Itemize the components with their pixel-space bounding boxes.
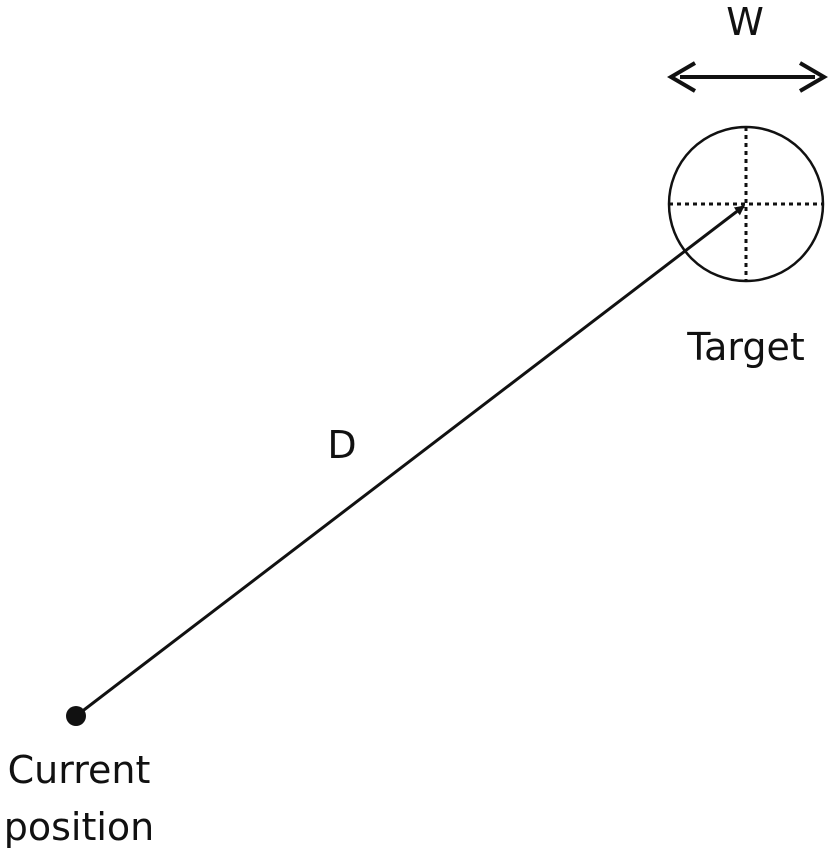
- distance-label: D: [327, 423, 356, 467]
- distance-arrow: [75, 204, 745, 718]
- target-circle: [667, 125, 825, 283]
- target-label: Target: [686, 325, 805, 369]
- current-position-dot: [66, 706, 86, 726]
- width-arrow: [667, 61, 828, 93]
- current-position-label-line1: Current: [8, 748, 151, 792]
- width-label: W: [726, 0, 764, 44]
- current-position-label-line2: position: [4, 805, 155, 849]
